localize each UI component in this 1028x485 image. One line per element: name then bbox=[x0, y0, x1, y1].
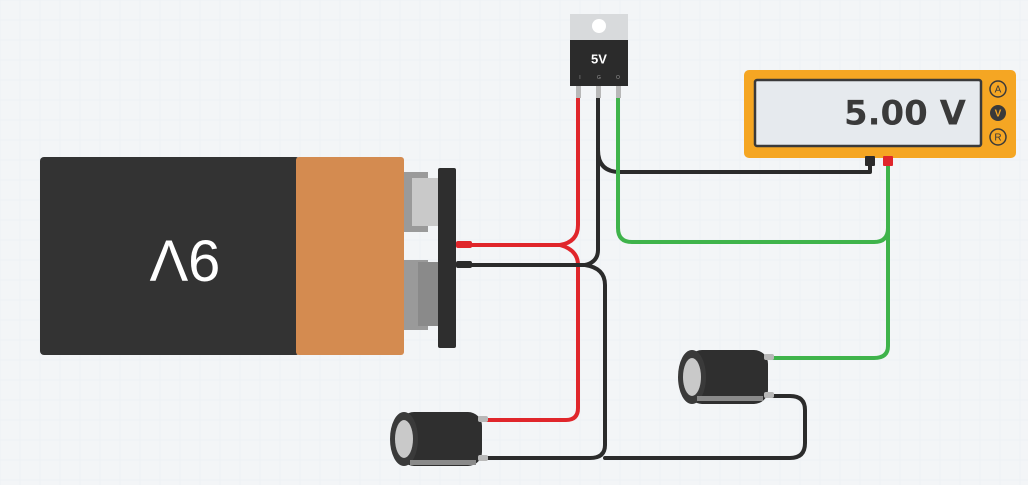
regulator-pin-ground[interactable] bbox=[596, 86, 601, 98]
capacitor-1-lead-negative[interactable] bbox=[478, 455, 488, 461]
regulator-mount-hole bbox=[592, 19, 606, 33]
battery-terminal-negative-cap bbox=[418, 262, 440, 326]
capacitor-1-lead-positive[interactable] bbox=[478, 416, 488, 422]
wire-output-to-capacitor-2[interactable] bbox=[766, 226, 890, 360]
capacitor-2-lead-negative[interactable] bbox=[764, 392, 774, 398]
multimeter-mode-voltmeter-label: V bbox=[995, 109, 1002, 120]
regulator-pin-label-input: I bbox=[579, 75, 580, 81]
regulator-pin-label-ground: G bbox=[597, 75, 601, 81]
battery-body bbox=[40, 157, 300, 355]
battery-connector-clip bbox=[438, 168, 456, 348]
capacitor-1-top bbox=[395, 420, 413, 458]
wires bbox=[468, 93, 890, 460]
regulator-pin-label-output: O bbox=[616, 75, 620, 81]
capacitor-2-top bbox=[683, 358, 701, 396]
regulator-body bbox=[570, 40, 628, 86]
multimeter[interactable]: 5.00 V A V R bbox=[744, 70, 1016, 166]
capacitor-1-body bbox=[400, 412, 482, 466]
multimeter-mode-ammeter-button[interactable]: A bbox=[989, 80, 1007, 98]
multimeter-mode-ohmmeter-button[interactable]: R bbox=[989, 128, 1007, 146]
regulator-pin-input[interactable] bbox=[576, 86, 581, 98]
capacitor-1[interactable] bbox=[390, 412, 488, 466]
voltage-regulator[interactable]: 5V I G O bbox=[570, 14, 628, 98]
wire-battery-positive-to-regulator[interactable] bbox=[468, 93, 580, 247]
capacitor-1-stripe bbox=[410, 460, 476, 465]
capacitor-2-body bbox=[688, 350, 768, 404]
wire-ground-to-capacitors[interactable] bbox=[483, 263, 607, 460]
multimeter-mode-ammeter-label: A bbox=[995, 85, 1002, 96]
multimeter-mode-voltmeter-button[interactable]: V bbox=[990, 105, 1006, 121]
battery-9v[interactable]: 9V bbox=[40, 157, 472, 355]
regulator-pin-output[interactable] bbox=[616, 86, 621, 98]
multimeter-positive-jack[interactable] bbox=[883, 156, 893, 166]
capacitor-2-stripe bbox=[697, 396, 763, 401]
wire-positive-to-capacitor-1[interactable] bbox=[483, 243, 580, 422]
multimeter-reading: 5.00 V bbox=[844, 94, 967, 134]
capacitor-2[interactable] bbox=[678, 350, 774, 404]
battery-label: 9V bbox=[149, 228, 220, 293]
capacitor-2-lead-positive[interactable] bbox=[764, 354, 774, 360]
regulator-label: 5V bbox=[591, 51, 607, 66]
battery-lead-positive[interactable] bbox=[456, 241, 472, 248]
multimeter-display bbox=[753, 78, 983, 148]
battery-lead-negative[interactable] bbox=[456, 261, 472, 268]
multimeter-mode-ohmmeter-label: R bbox=[994, 133, 1001, 144]
battery-band bbox=[296, 157, 404, 355]
wire-ground-to-capacitor-2[interactable] bbox=[603, 394, 807, 460]
multimeter-com-jack[interactable] bbox=[865, 156, 875, 166]
battery-terminal-positive-cap bbox=[412, 178, 440, 226]
